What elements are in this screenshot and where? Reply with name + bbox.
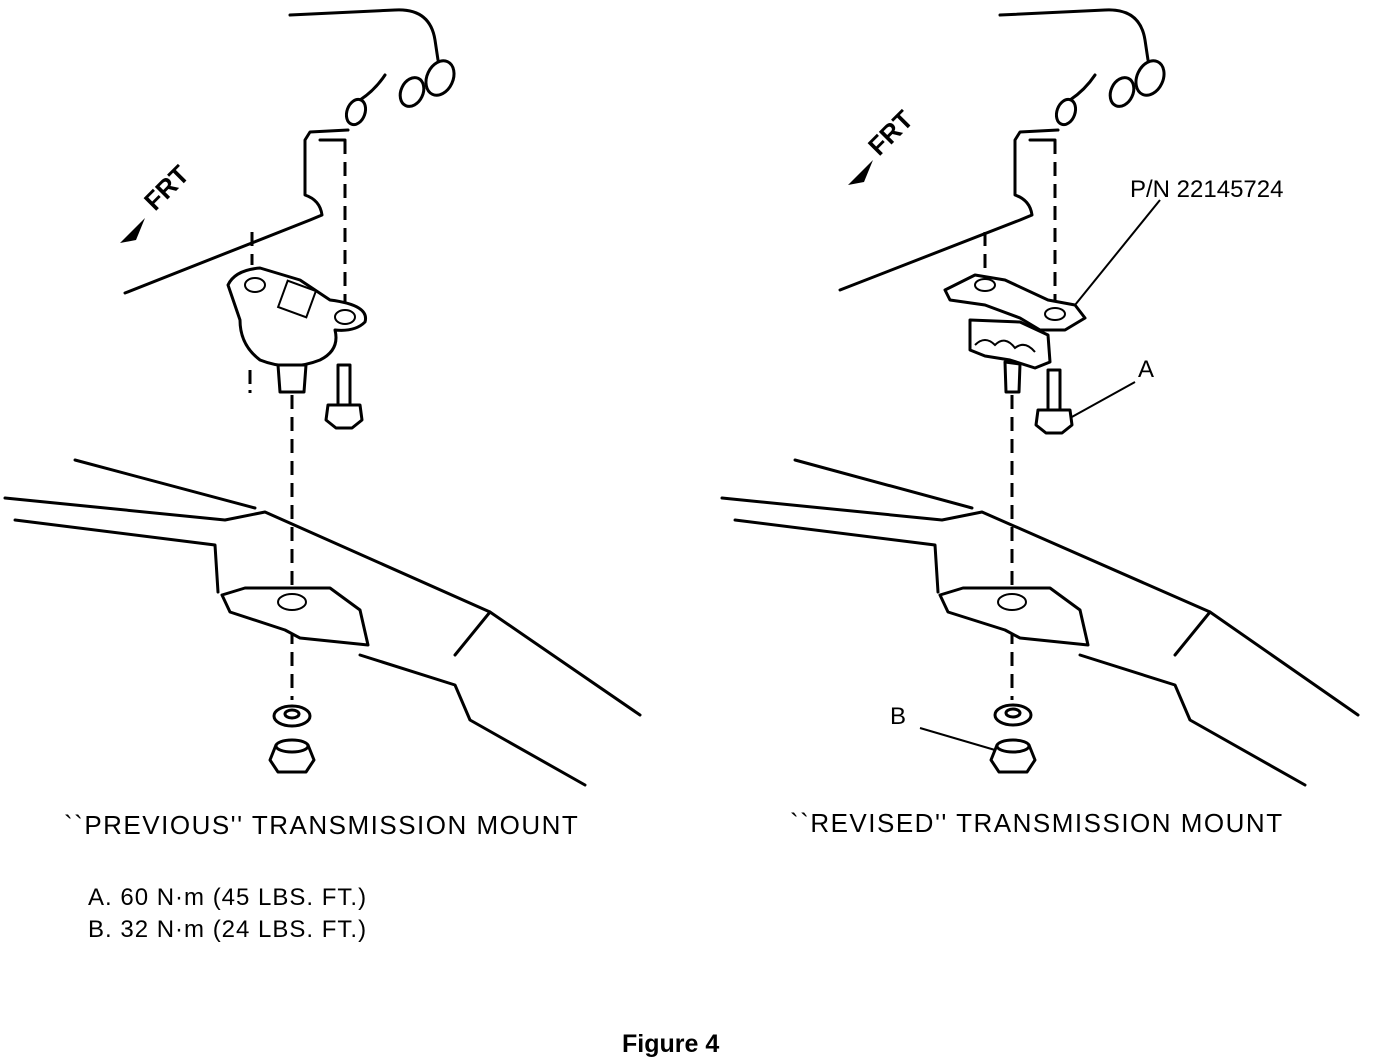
right-mount-hole-1 [974,278,996,292]
callout-b: B [890,703,907,730]
right-housing-port-2 [1108,76,1136,108]
right-crossmember-4 [1078,653,1307,787]
callout-a: A [1138,356,1155,383]
left-mount-center [276,279,318,319]
left-crossmember-2 [73,458,257,510]
left-bracket-hole [277,593,307,611]
left-housing-skirt [123,128,350,295]
left-housing-port-2 [398,76,426,108]
left-housing-port-1 [424,59,456,97]
left-bracket-pad [220,586,370,647]
left-panel-caption: ``PREVIOUS'' TRANSMISSION MOUNT [64,810,580,840]
left-mount-hole-2 [334,309,356,325]
left-transmission-housing [288,8,440,62]
left-mount-stud [276,363,308,394]
right-bracket-pad [938,586,1090,647]
left-bolt-shank [336,363,352,407]
left-previous-mount [226,266,368,368]
part-number-callout: P/N 22145724 [1130,176,1284,203]
torque-spec-list: A. 60 N·m (45 LBS. FT.) B. 32 N·m (24 LB… [88,882,367,946]
left-crossmember-5 [453,610,492,657]
right-housing-boss [1054,97,1078,127]
left-mount-hole-1 [244,277,266,293]
left-nut-top [274,738,310,754]
right-nut-top [995,738,1031,754]
left-panel-drawing [3,8,642,787]
right-housing-port-1 [1134,59,1166,97]
left-frt-arrow-icon [120,218,145,243]
right-mount-hole-2 [1044,307,1066,321]
right-part-number-leader [1074,199,1161,306]
left-washer-hole [283,708,301,720]
torque-spec-a: A. 60 N·m (45 LBS. FT.) [88,884,368,911]
left-crossmember [3,496,642,717]
torque-spec-b: B. 32 N·m (24 LBS. FT.) [88,916,368,943]
right-frt-arrow-icon [848,160,873,185]
left-crossmember-3 [13,518,220,594]
right-crossmember-5 [1173,610,1212,657]
right-panel-drawing [720,8,1360,787]
right-housing-skirt [838,128,1060,292]
right-crossmember-2 [793,458,974,510]
right-mount-stud [1003,360,1022,394]
right-bracket-hole [997,593,1027,611]
right-transmission-housing [998,8,1150,62]
left-bolt-head [324,403,364,430]
right-panel-caption: ``REVISED'' TRANSMISSION MOUNT [790,808,1284,838]
right-crossmember [720,496,1360,717]
right-bolt-head [1034,408,1074,435]
figure-title: Figure 4 [622,1030,720,1058]
right-revised-mount-bracket [943,273,1087,332]
right-callout-a-leader [1069,381,1136,419]
left-housing-boss [344,97,368,127]
left-housing-lower [358,73,387,102]
right-washer-hole [1004,707,1022,719]
left-crossmember-4 [358,653,587,787]
right-crossmember-3 [733,518,940,594]
right-callout-b-leader [919,727,996,751]
right-mount-ribs [974,339,1036,353]
right-housing-lower [1068,73,1097,102]
right-bolt-shank [1046,368,1062,412]
